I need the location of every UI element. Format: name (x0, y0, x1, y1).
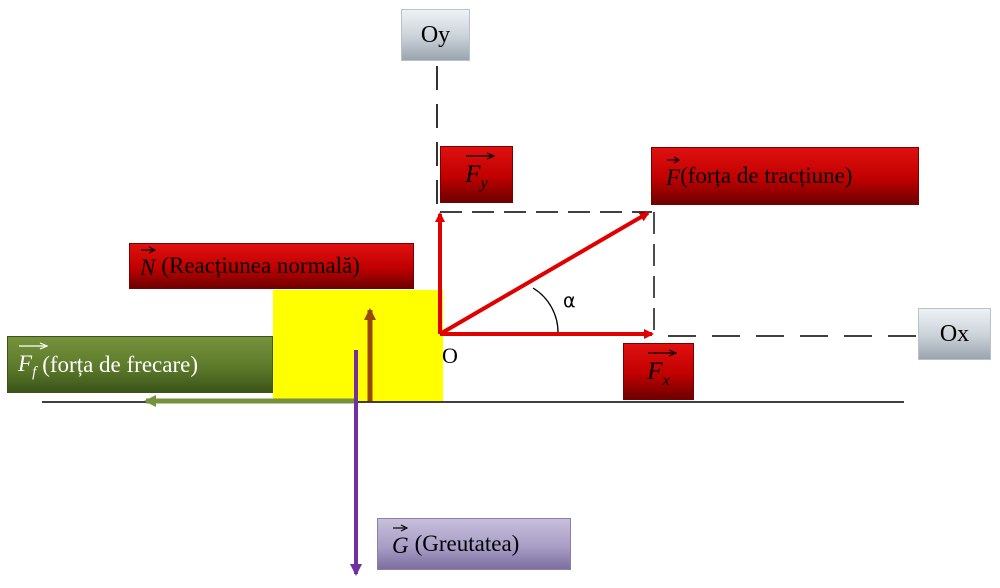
force-g-symbol: G (392, 524, 409, 559)
vector-arrow-icon (141, 246, 156, 254)
vector-arrow-icon (466, 151, 496, 160)
ox-label-box: Ox (918, 308, 991, 360)
force-g-text: (Greutatea) (414, 531, 520, 556)
force-f-arrow (438, 211, 650, 336)
force-n-symbol: N (140, 246, 156, 281)
angle-label: α (563, 290, 576, 312)
vector-arrow-icon (667, 156, 680, 164)
force-g-label-box: G (Greutatea) (377, 518, 571, 570)
force-ff-text: (forța de frecare) (42, 351, 198, 377)
force-fy-label-box: Fy (440, 146, 513, 203)
vector-arrow-icon (393, 524, 408, 532)
force-n-label-box: N (Reacțiunea normală) (129, 243, 414, 289)
force-f-label-box: F (forța de tracțiune) (651, 147, 919, 205)
origin-label: O (442, 343, 458, 368)
vector-arrow-icon (648, 348, 678, 357)
oy-label-box: Oy (401, 9, 470, 61)
force-ff-symbol: Ff (18, 342, 48, 382)
force-ff-label-box: Ff (forța de frecare) (7, 336, 273, 393)
oy-label: Oy (420, 21, 451, 48)
force-fx-label-box: Fx (623, 343, 694, 400)
ox-label: Ox (939, 320, 970, 347)
angle-arc (532, 287, 559, 335)
force-n-text: (Reacțiunea normală) (161, 253, 360, 278)
force-f-text: (forța de tracțiune) (680, 163, 853, 188)
force-fx-symbol: Fx (647, 348, 678, 390)
force-fy-symbol: Fy (465, 151, 496, 193)
force-f-symbol: F (666, 156, 680, 191)
vector-arrow-icon (19, 342, 48, 350)
